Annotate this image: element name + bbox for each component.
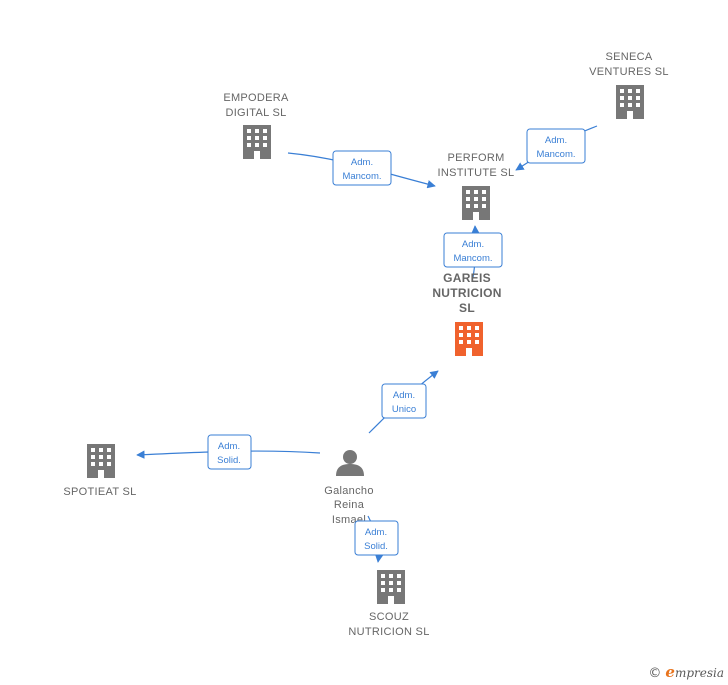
node-label-line: PERFORM [447,152,504,164]
node-label-line: Reina [334,499,365,511]
node-scouz[interactable]: SCOUZ NUTRICION SL [348,570,429,638]
edge-label-line: Adm. [218,441,240,452]
node-seneca[interactable]: SENECA VENTURES SL [589,51,669,119]
edge-label-galancho-spotieat[interactable]: Adm. Solid. [207,434,252,470]
edge-label-line: Mancom. [536,149,575,160]
brand-watermark: ©empresia [648,663,724,681]
edge-label-gareis-perform[interactable]: Adm. Mancom. [443,232,503,268]
building-icon [243,125,271,159]
node-perform[interactable]: PERFORM INSTITUTE SL [438,152,515,220]
node-label-line: SL [459,301,475,315]
node-label-line: INSTITUTE SL [438,167,515,179]
edge-label-line: Adm. [393,390,415,401]
node-label-line: SENECA [605,51,652,63]
node-empodera[interactable]: EMPODERA DIGITAL SL [223,92,289,159]
edge-label-line: Adm. [462,239,484,250]
building-icon [87,444,115,478]
building-icon [455,322,483,356]
building-icon [616,85,644,119]
building-icon [462,186,490,220]
node-spotieat[interactable]: SPOTIEAT SL [63,444,136,498]
edge-label-line: Unico [392,404,416,415]
building-icon [377,570,405,604]
node-label-line: SCOUZ [369,611,409,623]
node-galancho[interactable]: Galancho Reina Ismael [324,450,374,526]
person-icon [336,450,364,476]
node-label-line: SPOTIEAT SL [63,486,136,498]
edge-label-line: Mancom. [453,253,492,264]
brand-logo-initial: e [665,663,675,681]
edge-label-empodera-perform[interactable]: Adm. Mancom. [332,150,392,186]
edge-label-seneca-perform[interactable]: Adm. Mancom. [526,128,586,164]
edge-label-line: Adm. [365,527,387,538]
edge-label-galancho-scouz[interactable]: Adm. Solid. [354,520,399,556]
copyright-icon: © [648,666,662,681]
edge-label-galancho-gareis[interactable]: Adm. Unico [381,383,427,419]
node-label-line: NUTRICION SL [348,626,429,638]
brand-name: mpresia [674,666,724,680]
edge-label-line: Adm. [545,135,567,146]
node-label-line: GAREIS [443,271,491,285]
node-gareis[interactable]: GAREIS NUTRICION SL [432,271,501,356]
edge-label-line: Adm. [351,157,373,168]
node-label-line: EMPODERA [223,92,289,104]
edge-label-line: Mancom. [342,171,381,182]
node-label-line: NUTRICION [432,286,501,300]
node-label-line: DIGITAL SL [225,107,286,119]
node-label-line: Galancho [324,485,374,497]
edge-label-line: Solid. [217,455,241,466]
edge-label-line: Solid. [364,541,388,552]
node-label-line: VENTURES SL [589,66,669,78]
